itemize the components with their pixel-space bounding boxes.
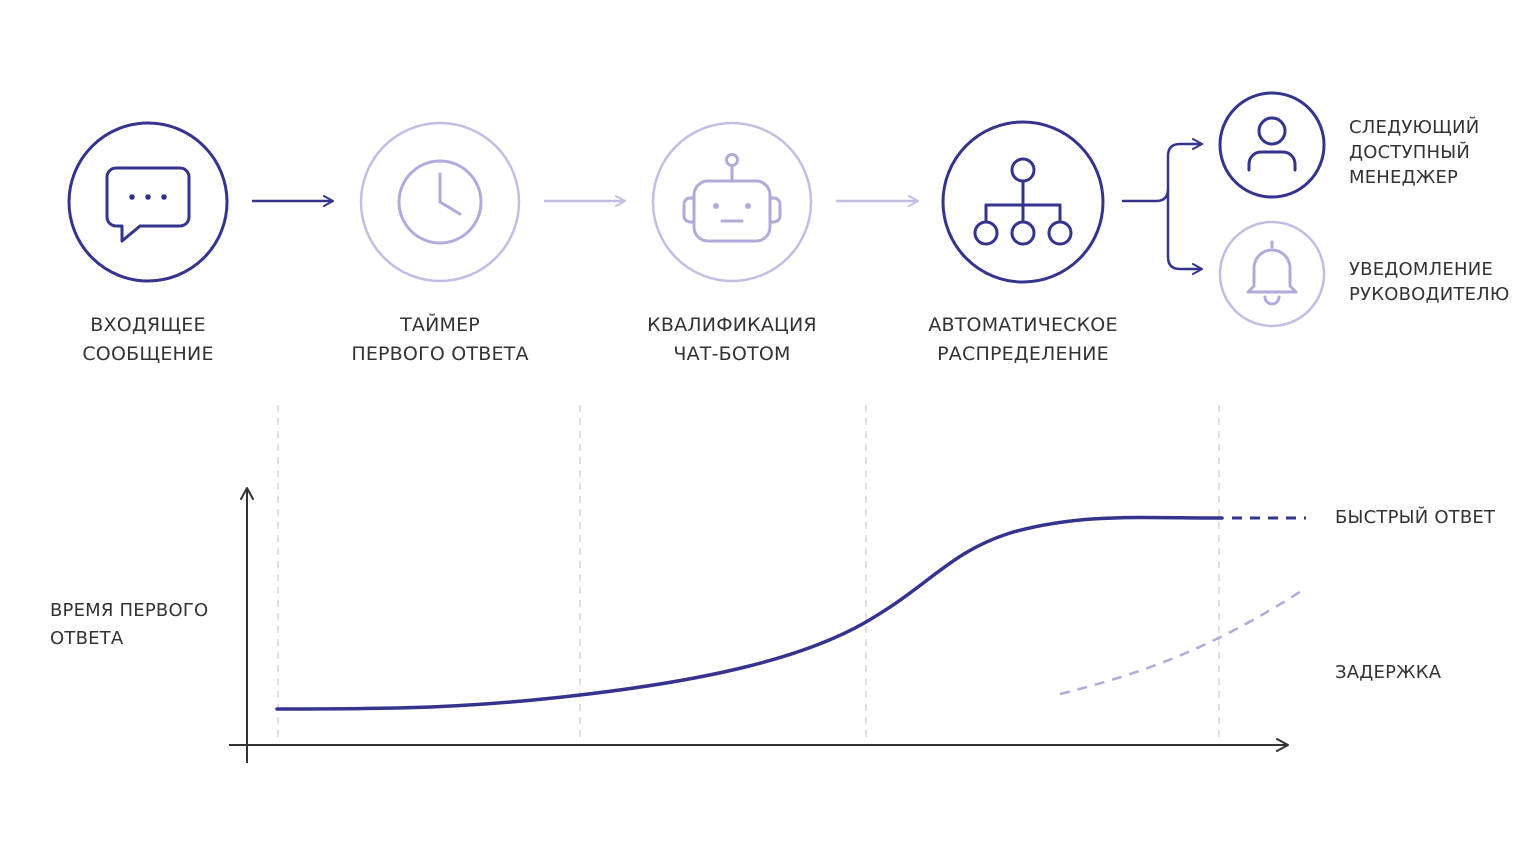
label-line: КВАЛИФИКАЦИЯ: [647, 314, 817, 336]
label-line: ДОСТУПНЫЙ: [1349, 142, 1470, 163]
branch-notify-supervisor: [1218, 220, 1326, 328]
step-label-chatbot-qualification: КВАЛИФИКАЦИЯ ЧАТ-БОТОМ: [602, 311, 862, 369]
step-label-first-response-timer: ТАЙМЕР ПЕРВОГО ОТВЕТА: [310, 311, 570, 369]
step-first-response-timer: [359, 121, 521, 283]
clock-icon: [397, 159, 483, 245]
step-circle: [651, 121, 813, 283]
step-incoming-message: [67, 121, 229, 283]
graph-y-label: ВРЕМЯ ПЕРВОГО ОТВЕТА: [50, 597, 208, 653]
delay-curve: [1059, 586, 1307, 696]
step-auto-distribution: [941, 120, 1105, 284]
label-line: ОТВЕТА: [50, 628, 124, 649]
branch-bracket: [1122, 138, 1203, 275]
fast-response-label: БЫСТРЫЙ ОТВЕТ: [1335, 507, 1496, 528]
chat-bubble-icon: [105, 166, 191, 243]
robot-icon: [682, 153, 782, 243]
step-circle: [67, 121, 229, 283]
label-line: ЧАТ-БОТОМ: [673, 343, 791, 365]
step-label-auto-distribution: АВТОМАТИЧЕСКОЕ РАСПРЕДЕЛЕНИЕ: [893, 311, 1153, 369]
branch-circle: [1218, 220, 1326, 328]
stage-dividers: [277, 405, 1220, 742]
label-line: РАСПРЕДЕЛЕНИЕ: [937, 343, 1109, 365]
branch-label-next-manager: СЛЕДУЮЩИЙ ДОСТУПНЫЙ МЕНЕДЖЕР: [1349, 115, 1479, 190]
label-line: УВЕДОМЛЕНИЕ: [1349, 259, 1493, 280]
label-line: СООБЩЕНИЕ: [82, 343, 214, 365]
branch-label-notify-supervisor: УВЕДОМЛЕНИЕ РУКОВОДИТЕЛЮ: [1349, 257, 1510, 307]
label-line: АВТОМАТИЧЕСКОЕ: [928, 314, 1118, 336]
label-line: ПЕРВОГО ОТВЕТА: [351, 343, 529, 365]
label-line: ТАЙМЕР: [400, 314, 480, 336]
bell-icon: [1246, 240, 1298, 306]
step-label-incoming-message: ВХОДЯЩЕЕ СООБЩЕНИЕ: [18, 311, 278, 369]
label-line: ВХОДЯЩЕЕ: [90, 314, 206, 336]
fast-response-curve: [275, 515, 1224, 711]
label-line: РУКОВОДИТЕЛЮ: [1349, 284, 1510, 305]
delay-label: ЗАДЕРЖКА: [1335, 662, 1442, 683]
label-line: ВРЕМЯ ПЕРВОГО: [50, 600, 209, 621]
label-line: МЕНЕДЖЕР: [1349, 167, 1459, 188]
hierarchy-icon: [973, 157, 1073, 246]
label-line: СЛЕДУЮЩИЙ: [1349, 117, 1480, 138]
user-icon: [1247, 116, 1297, 172]
step-chatbot-qualification: [651, 121, 813, 283]
branch-next-manager: [1218, 91, 1326, 199]
